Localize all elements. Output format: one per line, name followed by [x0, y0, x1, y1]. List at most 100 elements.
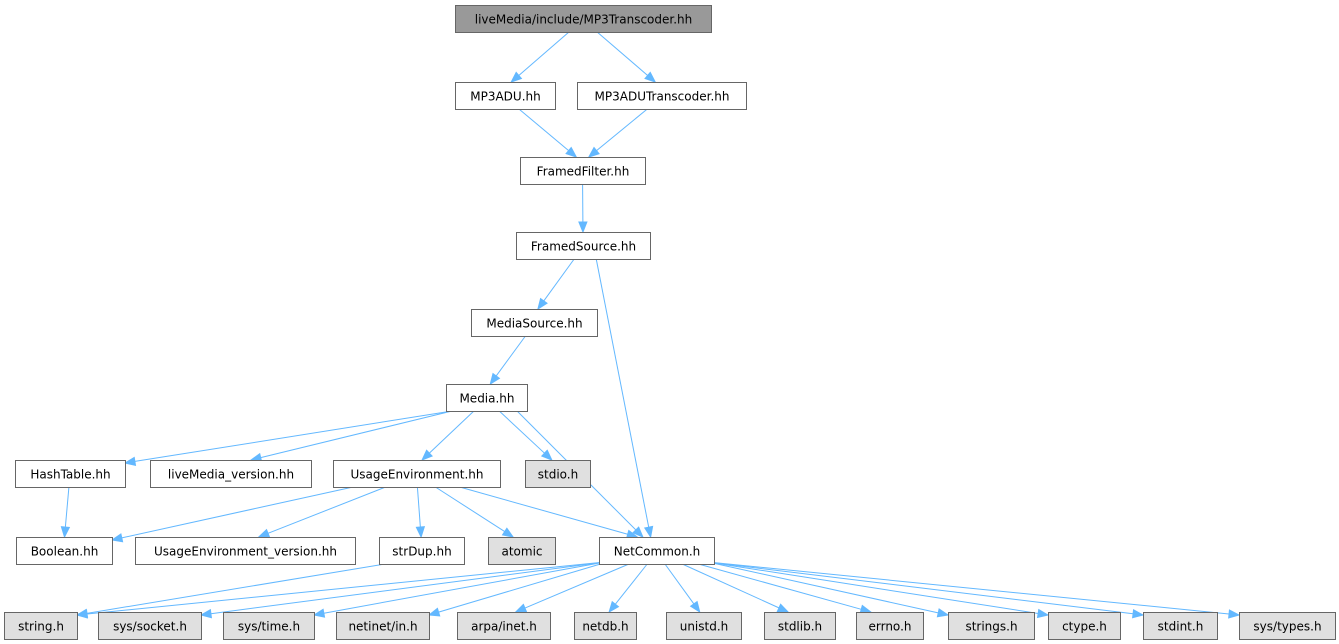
node-netdb[interactable]: netdb.h	[574, 612, 637, 640]
node-netinet[interactable]: netinet/in.h	[336, 612, 430, 640]
node-ctype[interactable]: ctype.h	[1048, 612, 1121, 640]
node-media[interactable]: Media.hh	[446, 384, 528, 412]
node-box	[666, 612, 742, 640]
edge-usageEnv-to-netCommon	[459, 486, 639, 539]
node-mp3adu-t[interactable]: MP3ADUTranscoder.hh	[577, 82, 747, 110]
edge-line	[260, 410, 453, 459]
edge-netCommon-to-netdb	[608, 563, 648, 614]
edge-netCommon-to-string	[75, 561, 606, 619]
node-label: Boolean.hh	[31, 545, 99, 559]
node-box	[1048, 612, 1121, 640]
node-box	[488, 537, 556, 565]
edge-line	[518, 31, 570, 76]
node-box	[135, 537, 356, 565]
arrowhead-icon	[578, 221, 588, 234]
node-box	[599, 537, 715, 565]
node-strings[interactable]: strings.h	[948, 612, 1035, 640]
node-box	[16, 537, 113, 565]
node-atomic[interactable]: atomic	[488, 537, 556, 565]
edge-mediaSource-to-media	[489, 335, 526, 386]
edge-line	[595, 258, 650, 528]
node-label: strings.h	[965, 620, 1017, 634]
edge-media-to-stdio	[498, 410, 553, 461]
node-media-source[interactable]: MediaSource.hh	[471, 309, 598, 337]
arrowhead-icon	[644, 71, 657, 83]
arrowhead-icon	[608, 600, 620, 614]
node-box	[98, 612, 202, 640]
node-box	[520, 157, 646, 185]
edge-usageEnv-to-ueVersion	[257, 486, 386, 538]
node-label: strDup.hh	[392, 545, 451, 559]
arrowhead-icon	[632, 526, 644, 538]
edge-media-to-lmVersion	[249, 410, 453, 463]
node-framed-filter[interactable]: FramedFilter.hh	[520, 157, 646, 185]
arrowhead-icon	[427, 607, 441, 617]
edge-media-to-hashTable	[123, 410, 453, 467]
node-systime[interactable]: sys/time.h	[223, 612, 315, 640]
node-boolean[interactable]: Boolean.hh	[16, 537, 113, 565]
node-stdlib[interactable]: stdlib.h	[764, 612, 836, 640]
node-label: stdlib.h	[778, 620, 822, 634]
node-box	[471, 309, 598, 337]
edge-mp3aduT-to-framedFilter	[587, 108, 648, 158]
node-usage-env[interactable]: UsageEnvironment.hh	[333, 460, 501, 488]
node-box	[455, 82, 556, 110]
node-label: MP3ADUTranscoder.hh	[595, 90, 730, 104]
node-errno[interactable]: errno.h	[856, 612, 924, 640]
edge-line	[596, 108, 648, 152]
node-stdint[interactable]: stdint.h	[1143, 612, 1218, 640]
node-lm-version[interactable]: liveMedia_version.hh	[150, 460, 312, 488]
node-arpa[interactable]: arpa/inet.h	[457, 612, 551, 640]
arrowhead-icon	[1228, 609, 1241, 619]
arrowhead-icon	[415, 526, 426, 539]
edge-line	[121, 486, 354, 539]
node-label: stdio.h	[538, 468, 578, 482]
node-label: FramedFilter.hh	[537, 165, 630, 179]
arrowhead-icon	[1132, 609, 1145, 619]
node-syssocket[interactable]: sys/socket.h	[98, 612, 202, 640]
node-net-common[interactable]: NetCommon.h	[599, 537, 715, 565]
node-label: HashTable.hh	[30, 468, 110, 482]
node-root[interactable]: liveMedia/include/MP3Transcoder.hh	[455, 5, 712, 33]
arrowhead-icon	[643, 525, 654, 539]
node-label: Media.hh	[459, 392, 514, 406]
edge-line	[64, 486, 70, 528]
edge-line	[435, 486, 505, 533]
node-box	[4, 612, 78, 640]
edge-framedSource-to-mediaSource	[537, 258, 575, 311]
arrowhead-icon	[565, 146, 578, 158]
node-box	[574, 612, 637, 640]
edge-line	[323, 561, 606, 614]
node-ue-version[interactable]: UsageEnvironment_version.hh	[135, 537, 356, 565]
node-systypes[interactable]: sys/types.h	[1239, 612, 1336, 640]
node-str-dup[interactable]: strDup.hh	[379, 537, 465, 565]
node-string[interactable]: string.h	[4, 612, 78, 640]
node-stdio[interactable]: stdio.h	[525, 460, 591, 488]
node-mp3adu[interactable]: MP3ADU.hh	[455, 82, 556, 110]
arrowhead-icon	[1036, 608, 1050, 619]
edges-layer	[60, 31, 1241, 619]
edge-line	[498, 410, 545, 454]
edge-usageEnv-to-atomic	[435, 486, 515, 538]
node-label: arpa/inet.h	[471, 620, 537, 634]
node-label: MediaSource.hh	[486, 317, 582, 331]
edge-netCommon-to-strings	[707, 561, 950, 618]
node-label: UsageEnvironment_version.hh	[154, 545, 337, 559]
node-framed-source[interactable]: FramedSource.hh	[516, 232, 651, 260]
node-label: liveMedia/include/MP3Transcoder.hh	[475, 13, 693, 27]
edge-netCommon-to-ctype	[707, 561, 1050, 619]
arrowhead-icon	[110, 533, 124, 543]
node-label: liveMedia_version.hh	[168, 468, 294, 482]
node-unistd[interactable]: unistd.h	[666, 612, 742, 640]
edge-line	[614, 563, 648, 605]
edge-netCommon-to-stdlib	[682, 563, 790, 613]
edge-line	[682, 563, 780, 609]
edge-line	[438, 561, 608, 613]
edge-root-to-mp3adu	[510, 31, 570, 83]
node-hash-table[interactable]: HashTable.hh	[15, 460, 126, 488]
edge-line	[707, 561, 1134, 615]
node-box	[1143, 612, 1218, 640]
edge-line	[707, 561, 1039, 614]
arrowhead-icon	[60, 526, 71, 539]
edge-line	[416, 486, 421, 528]
